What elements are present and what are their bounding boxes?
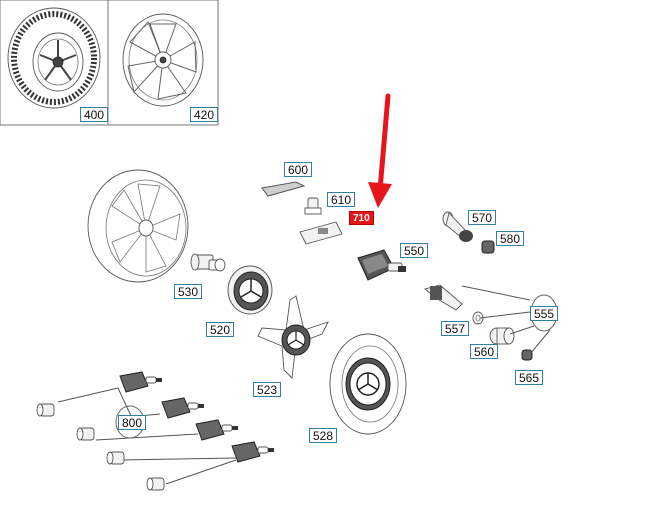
part-label-600[interactable]: 600 (284, 162, 313, 177)
part-label-560[interactable]: 560 (470, 344, 499, 359)
part-label-580[interactable]: 580 (496, 231, 525, 246)
part-label-530[interactable]: 530 (174, 284, 203, 299)
clip-part (261, 181, 306, 197)
part-label-710-highlighted[interactable]: 710 (349, 211, 374, 225)
part-label-420[interactable]: 420 (190, 107, 219, 122)
part-label-555[interactable]: 555 (530, 306, 559, 321)
tire-illustration (0, 0, 109, 126)
part-label-610[interactable]: 610 (327, 192, 356, 207)
tpms-sensor (357, 249, 406, 281)
part-label-400[interactable]: 400 (80, 107, 109, 122)
valve-nut (489, 327, 515, 345)
part-label-520[interactable]: 520 (206, 322, 235, 337)
part-label-557[interactable]: 557 (441, 321, 470, 336)
wheel-bolt (190, 253, 226, 272)
valve-cap-565 (521, 349, 533, 361)
brake-disc (329, 333, 407, 435)
valve-stem (442, 211, 473, 242)
bracket-part (304, 197, 322, 215)
sensor-holder (299, 221, 343, 245)
part-label-570[interactable]: 570 (468, 210, 497, 225)
part-label-550[interactable]: 550 (400, 243, 429, 258)
valve-cap (481, 240, 495, 254)
rim-illustration (107, 0, 219, 126)
valve-insert (424, 284, 463, 311)
part-label-565[interactable]: 565 (515, 370, 544, 385)
spider-star (257, 295, 329, 379)
hub-cap (227, 265, 273, 315)
wheel-rim-sketch (87, 169, 189, 283)
sensor-set (36, 371, 274, 491)
part-label-800[interactable]: 800 (118, 415, 147, 430)
part-label-523[interactable]: 523 (253, 382, 282, 397)
red-arrow (368, 93, 392, 208)
part-label-528[interactable]: 528 (309, 428, 338, 443)
